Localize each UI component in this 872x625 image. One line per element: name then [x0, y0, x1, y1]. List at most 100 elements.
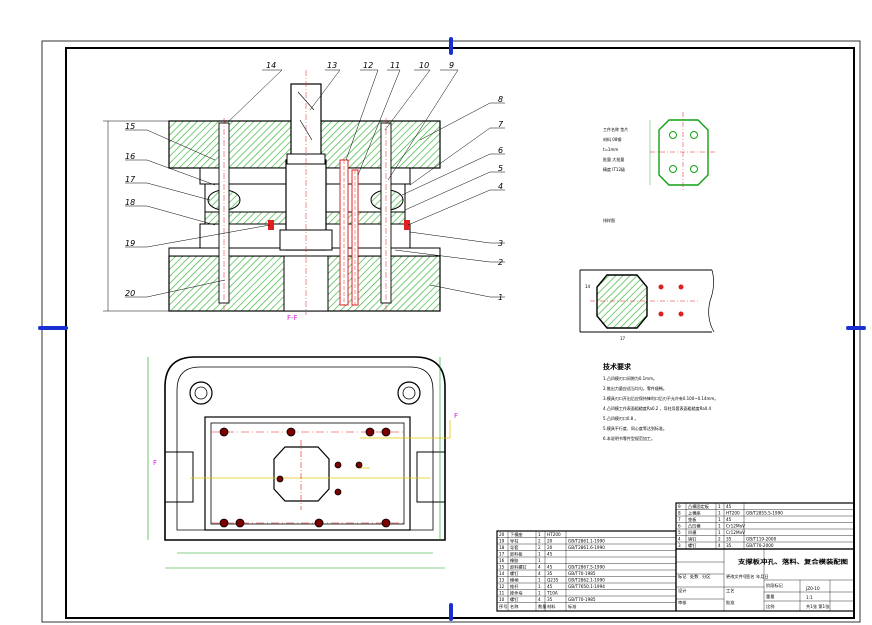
tech-heading: 技术要求 — [603, 362, 632, 371]
title-extra-label: 阶段标记 — [766, 582, 784, 589]
part-label-6: 6 — [498, 146, 503, 155]
bom-cell: 4 — [538, 597, 541, 602]
part-labels: 1 2 3 4 5 6 7 8 9 10 11 12 13 14 15 16 1… — [125, 61, 504, 302]
workpiece-info: 工件名称 垫片 材料 08钢 t=1mm 批量 大批量 精度 IT12级 排样图 — [603, 126, 628, 223]
bom-cell: GB/T2861.1-1990 — [568, 539, 605, 544]
section-mark-right: F — [454, 412, 458, 420]
section-mark-left: F — [153, 459, 157, 467]
bom-cell: Cr12MoV — [726, 530, 745, 535]
bom-cell: GB/T2855.5-1990 — [746, 511, 783, 516]
bom-cell: 35 — [726, 537, 732, 542]
title-block-text: 支撑板冲孔、落料、复合模装配图 JZ0-10 1:1 共1张 第1张 标记 处数… — [678, 558, 848, 610]
bom-cell: 垫板 — [688, 516, 697, 523]
title-role-label: 批准 — [726, 599, 734, 606]
bom-cell: 卸料螺钉 — [510, 564, 528, 571]
bom-cell: 8 — [678, 511, 681, 516]
part-label-4: 4 — [498, 182, 503, 191]
bom-cell: GB/T119-2000 — [746, 537, 777, 542]
bom-cell: GB/T2861.6-1990 — [568, 545, 605, 550]
part-label-1: 1 — [498, 293, 503, 302]
bom-cell: Cr12MoV — [726, 524, 745, 529]
part-label-18: 18 — [125, 198, 135, 207]
tech-item-1: 1.凸凹模刃口间隙为0.1mm。 — [603, 375, 657, 381]
bom-cell: 45 — [547, 552, 553, 557]
bom-cell: GB/T7650.1-1994 — [568, 584, 605, 589]
bom-cell: 下模座 — [510, 531, 523, 538]
bom-cell: 45 — [547, 584, 553, 589]
workpiece-drawing — [649, 112, 715, 192]
bom-cell: 销钉 — [688, 536, 697, 543]
bom-cell: 20 — [499, 532, 505, 537]
part-label-2: 2 — [498, 258, 503, 267]
bom-cell: 导套 — [510, 544, 519, 551]
part-label-14: 14 — [266, 61, 276, 70]
bom-cell: 推杆 — [510, 583, 519, 590]
bom-upper-row: 7 垫板 1 45 — [678, 516, 732, 523]
bom-upper-row: 8 上模座 1 HT200 GB/T2855.5-1990 — [678, 510, 783, 517]
bom-cell: 20 — [547, 539, 553, 544]
bom-cell: 15 — [499, 565, 505, 570]
bom-lower-row: 13 模柄 1 Q235 GB/T2862.1-1990 — [499, 577, 605, 584]
title-row-label: 签名 — [746, 573, 754, 580]
workpiece-title: 工件名称 垫片 — [603, 126, 628, 132]
bom-cell: 1 — [718, 511, 721, 516]
bom-cell: 螺钉 — [688, 542, 697, 549]
plan-view — [147, 356, 451, 569]
bom-cell: HT200 — [547, 532, 561, 537]
bom-cell: 12 — [499, 584, 505, 589]
bom-cell: 4 — [678, 537, 681, 542]
workpiece-material: 材料 08钢 — [603, 136, 621, 142]
bom-cell: 4 — [538, 565, 541, 570]
title-row-label: 标记 — [678, 573, 687, 580]
bom-cell: 2 — [718, 537, 721, 542]
title-role-label: 审核 — [678, 599, 687, 606]
bom-upper — [675, 502, 855, 550]
bom-lower-row: 16 橡胶 1 — [499, 557, 541, 564]
part-label-17: 17 — [125, 175, 136, 184]
bom-cell: Q235 — [547, 578, 559, 583]
bom-cell: GB/T70-1985 — [568, 597, 596, 602]
bom-lower-row: 17 卸料板 1 45 — [499, 551, 553, 558]
bom-cell: 18 — [499, 545, 505, 550]
bom-cell: 4 — [538, 571, 541, 576]
bom-cell: GB/T2862.1-1990 — [568, 578, 605, 583]
bom-cell: 13 — [499, 578, 505, 583]
bom-cell: 1 — [538, 552, 541, 557]
title-extra-label: 重量 — [766, 593, 774, 600]
bom-header-cell: 数量 — [538, 603, 546, 610]
drawing-number: JZ0-10 — [805, 586, 820, 591]
bom-lower-row: 19 导柱 2 20 GB/T2861.1-1990 — [499, 538, 605, 545]
bom-cell: 1 — [538, 591, 541, 596]
tech-requirements: 技术要求 1.凸凹模刃口间隙为0.1mm。 2.推出力量应适当均匀，零件顺畅。 … — [603, 362, 718, 441]
bom-upper-row: 9 凸模固定板 1 45 — [678, 503, 732, 510]
part-label-20: 20 — [125, 289, 135, 298]
bom-header-cell: 名称 — [510, 603, 518, 610]
center-mark-icon — [38, 37, 866, 621]
part-label-10: 10 — [419, 61, 429, 70]
bom-cell: 2 — [538, 545, 541, 550]
strip-pitch-label: 17 — [620, 336, 626, 341]
bom-cell: 10 — [499, 597, 505, 602]
title-row-label: 年月日 — [756, 573, 769, 580]
bom-header-cell: 标准 — [568, 603, 576, 610]
bom-cell: 1 — [538, 558, 541, 563]
bom-upper-row: 5 凹模 1 Cr12MoV — [678, 529, 745, 536]
bom-cell: 9 — [678, 504, 681, 509]
bom-cell: 35 — [547, 571, 553, 576]
drawing-title: 支撑板冲孔、落料、复合模装配图 — [737, 558, 848, 566]
bom-cell: HT200 — [726, 511, 740, 516]
bom-cell: 1 — [718, 517, 721, 522]
tech-item-6: 5.模具平行度、同心度等达到标准。 — [603, 425, 667, 431]
bom-cell: 橡胶 — [510, 557, 518, 564]
bom-cell: 3 — [678, 543, 681, 548]
bom-cell: 1 — [718, 524, 721, 529]
bom-cell: 2 — [538, 539, 541, 544]
strip-layout: 14 17 — [579, 269, 715, 341]
bom-cell: GB/T70-2000 — [746, 543, 774, 548]
tech-item-5: 5.凸凹模刃口0.8 。 — [603, 415, 638, 421]
bom-cell: 4 — [718, 543, 721, 548]
part-label-5: 5 — [498, 164, 503, 173]
bom-cell: 20 — [547, 545, 553, 550]
drawing-scale: 1:1 — [806, 595, 813, 600]
bom-cell: GB/T2867.5-1990 — [568, 565, 605, 570]
